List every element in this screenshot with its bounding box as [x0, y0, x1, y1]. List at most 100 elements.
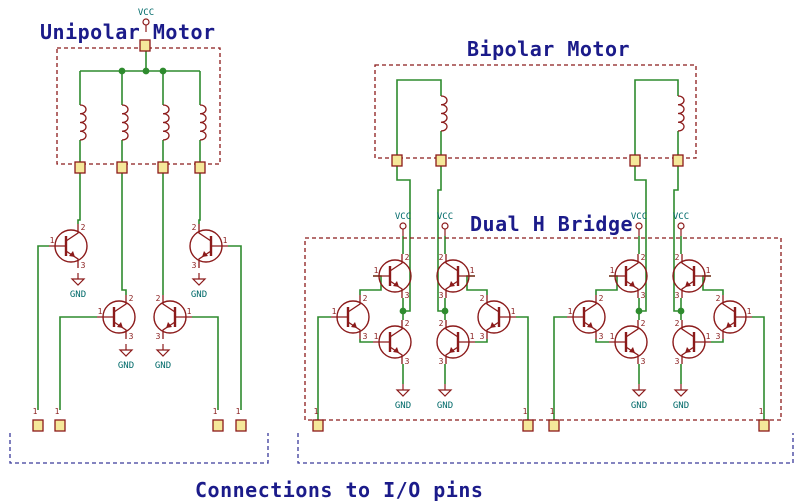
inductor-coil-icon: [440, 95, 448, 132]
pin-number: 3: [192, 261, 197, 270]
transistor-emitter-arrow: [685, 281, 691, 287]
wire: [702, 275, 724, 295]
pin-number: 1: [523, 407, 528, 416]
transistor-emitter-arrow: [69, 251, 75, 257]
pin-number: 3: [641, 291, 646, 300]
wire: [192, 316, 219, 410]
gnd-symbol: [155, 349, 171, 357]
pin-number: 3: [716, 332, 721, 341]
pin-number: 3: [363, 332, 368, 341]
bipolar-connector: [672, 154, 684, 167]
transistor-emitter-arrow: [629, 281, 635, 287]
npn-transistor-icon: [609, 254, 648, 298]
unipolar-motor-title: Unipolar Motor: [40, 20, 216, 44]
pin-number: 3: [129, 332, 134, 341]
pin-number: 1: [747, 307, 752, 316]
unipolar-motor-box: [56, 47, 221, 165]
transistor-collector: [389, 254, 403, 272]
pin-number: 2: [480, 294, 485, 303]
pin-number: 1: [706, 266, 711, 275]
pin-number: 2: [439, 253, 444, 262]
pin-number: 2: [675, 319, 680, 328]
npn-transistor-icon: [49, 224, 88, 268]
pin-number: 1: [187, 307, 192, 316]
pin-number: 2: [81, 223, 86, 232]
pin-number: 2: [439, 319, 444, 328]
inductor-coil-icon: [121, 104, 129, 141]
vcc-power-symbol: [441, 222, 449, 230]
npn-transistor-icon: [713, 295, 752, 339]
transistor-emitter: [113, 321, 127, 339]
wire: [396, 79, 442, 155]
gnd-label: GND: [118, 361, 134, 371]
pin-number: 3: [599, 332, 604, 341]
io-connector: [235, 419, 247, 432]
io-connector: [548, 419, 560, 432]
wire: [673, 166, 681, 312]
npn-transistor-icon: [672, 254, 711, 298]
transistor-collector: [445, 320, 459, 338]
transistor-emitter: [583, 321, 597, 339]
transistor-emitter-arrow: [726, 322, 732, 328]
pin-number: 3: [641, 357, 646, 366]
gnd-label: GND: [395, 401, 411, 411]
transistor-emitter-arrow: [587, 322, 593, 328]
connector-pin-icon: [391, 154, 403, 167]
pin-number: 1: [55, 407, 60, 416]
wire: [634, 166, 647, 312]
pin-number: 1: [568, 307, 573, 316]
pin-number: 3: [439, 291, 444, 300]
gnd-label: GND: [191, 290, 207, 300]
wire: [475, 339, 488, 343]
transistor-emitter: [625, 346, 639, 364]
pin-number: 1: [759, 407, 764, 416]
transistor-collector: [113, 295, 127, 313]
connector-pin-icon: [139, 39, 151, 52]
pin-number: 1: [374, 332, 379, 341]
pin-number: 1: [470, 266, 475, 275]
unipolar-coil-connector: [116, 161, 128, 174]
wire: [37, 245, 49, 410]
io-connector: [522, 419, 534, 432]
gnd-symbol: [437, 389, 453, 397]
transistor-emitter: [486, 321, 500, 339]
transistor-emitter: [389, 346, 403, 364]
npn-transistor-icon: [436, 254, 475, 298]
transistor-collector: [625, 254, 639, 272]
pin-number: 3: [439, 357, 444, 366]
wires: [37, 51, 765, 420]
wire: [228, 245, 242, 410]
transistor-collector: [389, 320, 403, 338]
npn-transistor-icon: [609, 320, 648, 364]
pin-number: 2: [363, 294, 368, 303]
npn-transistor-icon: [672, 320, 711, 364]
bipolar-connector: [629, 154, 641, 167]
vcc-power-symbol: [677, 222, 685, 230]
connector-pin-icon: [548, 419, 560, 432]
connector-pin-icon: [312, 419, 324, 432]
bipolar-connector: [391, 154, 403, 167]
npn-transistor-icon: [97, 295, 136, 339]
wire: [711, 339, 724, 343]
npn-transistor-icon: [477, 295, 516, 339]
transistor-emitter-arrow: [490, 322, 496, 328]
connector-pin-icon: [522, 419, 534, 432]
pin-number: 1: [550, 407, 555, 416]
wire: [634, 79, 679, 155]
io-connector: [212, 419, 224, 432]
npn-transistor-icon: [567, 295, 606, 339]
bipolar-motor-box: [374, 64, 697, 159]
pin-number: 2: [716, 294, 721, 303]
transistor-emitter-arrow: [393, 347, 399, 353]
transistor-collector: [198, 224, 212, 242]
pin-number: 3: [675, 357, 680, 366]
pin-number: 2: [599, 294, 604, 303]
gnd-label: GND: [70, 290, 86, 300]
connector-pin-icon: [758, 419, 770, 432]
vcc-label: VCC: [673, 212, 689, 222]
transistor-emitter-arrow: [117, 322, 123, 328]
transistor-collector: [681, 254, 695, 272]
pin-number: 2: [156, 294, 161, 303]
pin-number: 1: [50, 236, 55, 245]
